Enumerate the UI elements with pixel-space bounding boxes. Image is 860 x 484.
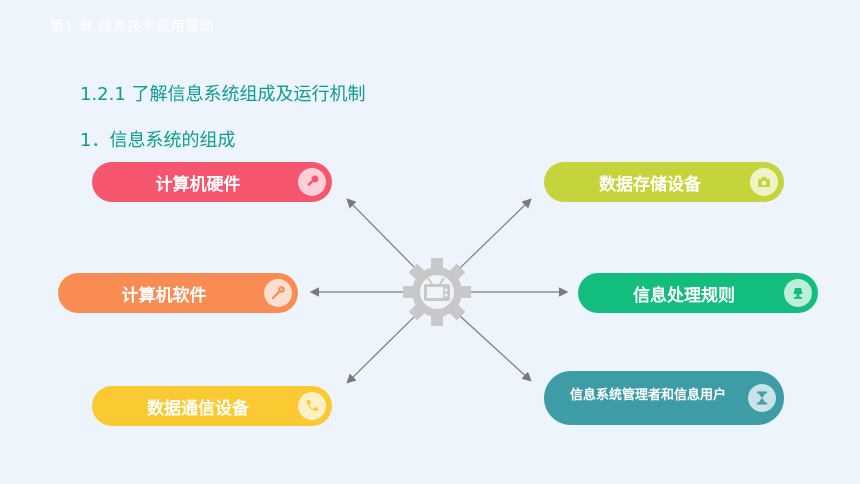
arrow-to-hardware bbox=[346, 198, 416, 269]
chapter-header: 第1 章 信息技术应用基础 bbox=[50, 19, 215, 35]
node-computer-software: 计算机软件 bbox=[58, 273, 298, 313]
hourglass-icon bbox=[748, 384, 776, 412]
node-computer-hardware: 计算机硬件 bbox=[92, 162, 332, 202]
arrow-to-storage bbox=[459, 198, 532, 269]
node-label: 信息处理规则 bbox=[633, 285, 735, 306]
node-label: 数据存储设备 bbox=[599, 174, 701, 195]
arrow-to-communication bbox=[346, 315, 416, 384]
node-label: 数据通信设备 bbox=[147, 398, 249, 419]
node-managers-users: 信息系统管理者和信息用户 bbox=[544, 371, 784, 425]
arrows-group bbox=[309, 198, 569, 384]
lamp-icon bbox=[784, 279, 812, 307]
microphone-icon bbox=[298, 168, 326, 196]
node-data-storage: 数据存储设备 bbox=[544, 162, 784, 202]
camera-icon bbox=[750, 168, 778, 196]
arrow-to-users bbox=[459, 315, 532, 382]
node-processing-rules: 信息处理规则 bbox=[578, 273, 818, 313]
wrench-icon bbox=[264, 279, 292, 307]
node-label: 信息系统管理者和信息用户 bbox=[569, 387, 726, 403]
node-label: 计算机硬件 bbox=[155, 174, 241, 195]
phone-icon bbox=[298, 392, 326, 420]
gear-tv-icon bbox=[403, 258, 471, 326]
node-label: 计算机软件 bbox=[121, 285, 207, 306]
sub-title: 1．信息系统的组成 bbox=[80, 130, 236, 151]
node-data-communication: 数据通信设备 bbox=[92, 386, 332, 426]
section-title: 1.2.1 了解信息系统组成及运行机制 bbox=[80, 84, 366, 105]
